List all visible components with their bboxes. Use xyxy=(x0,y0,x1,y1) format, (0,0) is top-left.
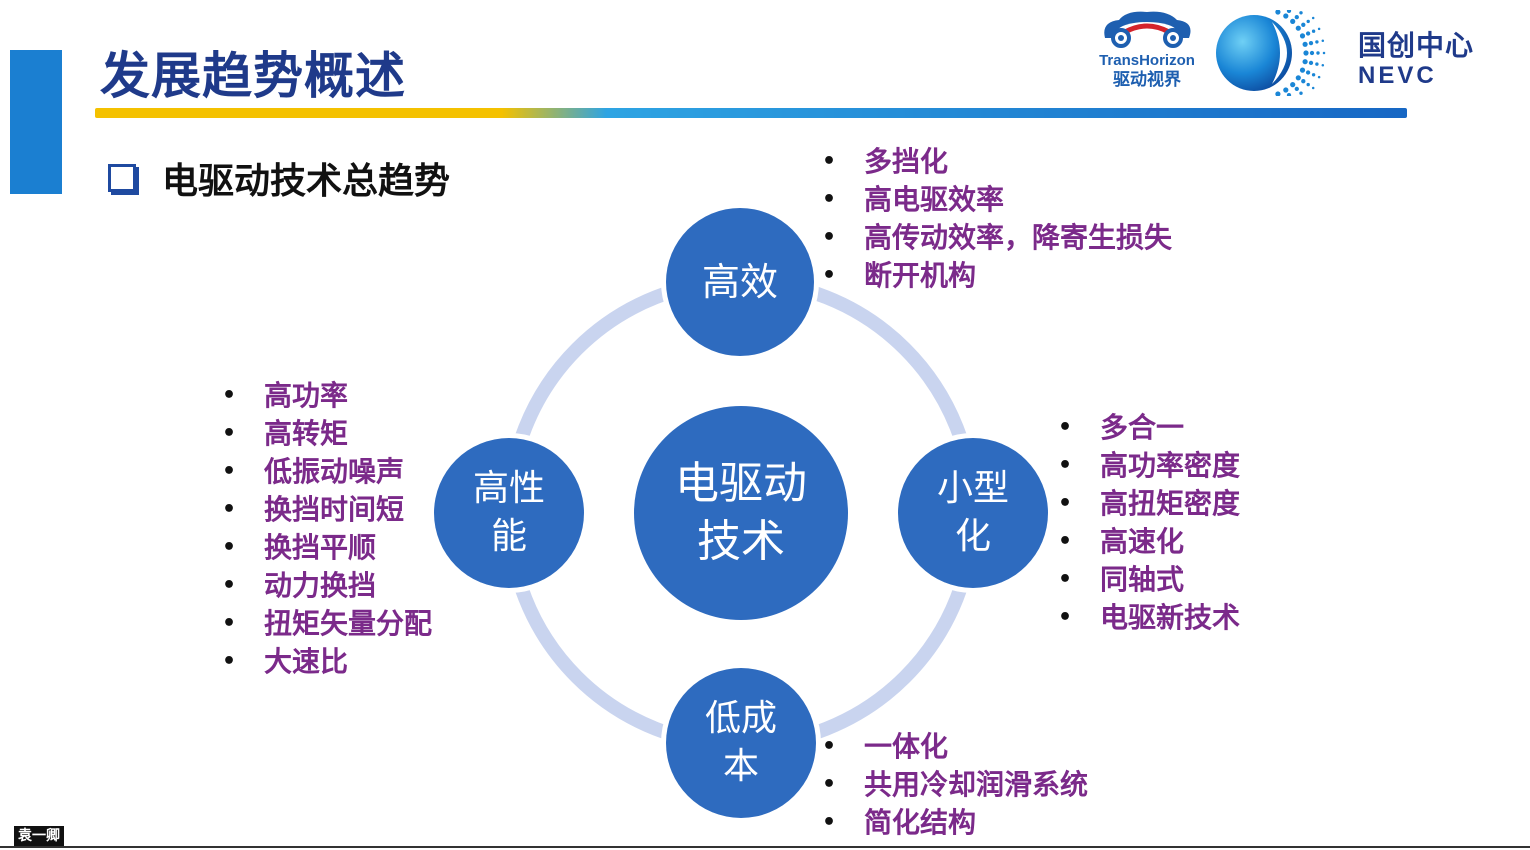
nevc-en-text: NEVC xyxy=(1358,62,1437,89)
low-cost-list: 一体化 共用冷却润滑系统 简化结构 xyxy=(822,728,1088,842)
node-miniaturization: 小型 化 xyxy=(898,438,1048,588)
list-item: 电驱新技术 xyxy=(1058,599,1240,637)
miniaturization-list: 多合一 高功率密度 高扭矩密度 高速化 同轴式 电驱新技术 xyxy=(1058,409,1240,637)
list-item: 换挡平顺 xyxy=(222,529,432,567)
bottom-divider xyxy=(0,846,1530,848)
checkbox-bullet-icon xyxy=(108,164,136,192)
section-heading: 电驱动技术总趋势 xyxy=(108,152,450,204)
node-center: 电驱动 技术 xyxy=(634,406,848,620)
list-item: 扭矩矢量分配 xyxy=(222,605,432,643)
list-item: 高速化 xyxy=(1058,523,1240,561)
efficiency-list: 多挡化 高电驱效率 高传动效率，降寄生损失 断开机构 xyxy=(822,143,1172,295)
list-item: 多合一 xyxy=(1058,409,1240,447)
list-item: 高传动效率，降寄生损失 xyxy=(822,219,1172,257)
section-heading-text: 电驱动技术总趋势 xyxy=(162,161,451,202)
list-item: 大速比 xyxy=(222,643,432,681)
brand-en-text: TransHorizon xyxy=(1099,52,1195,69)
node-low-cost: 低成 本 xyxy=(666,668,816,818)
car-cloud-icon xyxy=(1104,11,1191,48)
list-item: 断开机构 xyxy=(822,257,1172,295)
slide-title: 发展趋势概述 xyxy=(100,47,406,105)
list-item: 高转矩 xyxy=(222,415,432,453)
node-performance: 高性 能 xyxy=(434,438,584,588)
list-item: 一体化 xyxy=(822,728,1088,766)
list-item: 动力换挡 xyxy=(222,567,432,605)
list-item: 换挡时间短 xyxy=(222,491,432,529)
list-item: 高功率 xyxy=(222,377,432,415)
nevc-cn-text: 国创中心 xyxy=(1358,29,1475,62)
node-efficiency: 高效 xyxy=(666,208,814,356)
performance-list: 高功率 高转矩 低振动噪声 换挡时间短 换挡平顺 动力换挡 扭矩矢量分配 大速比 xyxy=(222,377,432,681)
list-item: 共用冷却润滑系统 xyxy=(822,766,1088,804)
list-item: 高电驱效率 xyxy=(822,181,1172,219)
list-item: 多挡化 xyxy=(822,143,1172,181)
list-item: 同轴式 xyxy=(1058,561,1240,599)
list-item: 高功率密度 xyxy=(1058,447,1240,485)
list-item: 低振动噪声 xyxy=(222,453,432,491)
list-item: 高扭矩密度 xyxy=(1058,485,1240,523)
nevc-logo: 国创中心 NEVC xyxy=(1214,10,1504,96)
globe-dots-icon xyxy=(1216,10,1326,96)
presenter-name-tag: 袁一卿 xyxy=(14,826,64,846)
left-accent-bar xyxy=(10,50,62,194)
brand-cn-text: 驱动视界 xyxy=(1113,70,1181,90)
list-item: 简化结构 xyxy=(822,804,1088,842)
title-underline xyxy=(95,108,1407,118)
transhorizon-logo: TransHorizon 驱动视界 xyxy=(1092,8,1202,100)
